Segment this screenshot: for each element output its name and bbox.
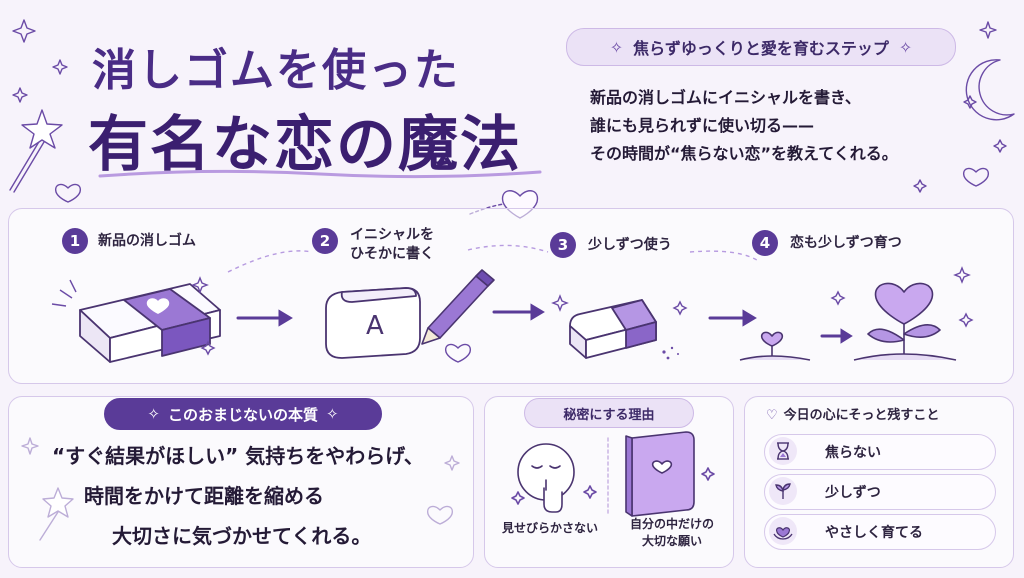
step-label: 恋も少しずつ育つ [790,234,902,253]
today-item-label: やさしく育てる [825,525,923,541]
title-underline [98,169,542,179]
hourglass-icon [769,437,797,465]
intro-line: 誰にも見られずに使い切る—— [590,116,815,135]
sparkle-icon [979,21,997,39]
arrow-right-icon [236,309,293,327]
sparkle-icon [993,139,1007,153]
essence-line: “すぐ結果がほしい” 気持ちをやわらげ、 [52,444,424,468]
arrow-right-icon [708,309,757,327]
heart-icon [962,167,990,187]
step-label-line: 少しずつ使う [588,237,672,253]
secret-pill: 秘密にする理由 [524,398,694,428]
arrow-right-icon [820,328,853,344]
today-item-label: 焦らない [825,445,881,461]
essence-line: 時間をかけて距離を縮める [84,484,324,508]
heart-icon [444,343,472,363]
essence-line: 大切さに気づかせてくれる。 [112,524,372,548]
intro-line: その時間が“焦らない恋”を教えてくれる。 [590,144,898,163]
sparkle-icon: ✧ [147,405,160,423]
today-item: 少しずつ [764,474,996,510]
step-label-line: 恋も少しずつ育つ [790,235,902,251]
magic-wand-icon [9,109,63,193]
heart-icon: ♡ [766,408,778,423]
diary-book-icon [625,431,695,517]
sparkle-icon: ✧ [898,37,913,57]
steps-header-pill: ✧ 焦らずゆっくりと愛を育むステップ ✧ [566,28,956,66]
step-label-line: 新品の消しゴム [98,233,196,249]
step-number: 3 [550,232,576,258]
arrow-right-icon [492,303,545,321]
secret-right-label-line: 自分の中だけの [629,517,714,531]
steps-header-label: 焦らずゆっくりと愛を育むステップ [633,39,889,58]
today-item: 焦らない [764,434,996,470]
step-label: 新品の消しゴム [98,232,196,251]
step-number: 2 [312,228,338,254]
eraser-heart-icon [51,276,221,363]
intro-text: 新品の消しゴムにイニシャルを書き、 誰にも見られずに使い切る—— その時間が“焦… [590,84,898,168]
today-item-label: 少しずつ [825,485,881,501]
initial-letter: A [366,311,384,341]
secret-right-label: 自分の中だけの 大切な願い [618,516,726,550]
sparkle-icon: ✧ [326,405,339,423]
secret-left-label: 見せびらかさない [501,521,598,535]
intro-line: 新品の消しゴムにイニシャルを書き、 [590,88,861,107]
heart-icon [54,183,82,203]
page-title-line-1: 消しゴムを使った [92,45,460,96]
heart-plant-icon [739,266,974,361]
secret-illustrations [511,431,715,517]
shush-face-icon [517,443,575,513]
sparkle-icon [913,179,927,193]
today-item: やさしく育てる [764,514,996,550]
sparkle-icon: ✧ [609,37,624,57]
essence-pill-label: このおまじないの本質 [167,405,318,424]
step-number: 4 [752,230,778,256]
step-label-line: ひそかに書く [350,246,434,262]
eraser-initial-icon: A [325,269,495,363]
step-label: 少しずつ使う [588,236,672,255]
page-title-line-2: 有名な恋の魔法 [88,110,522,180]
sparkle-icon [12,19,36,43]
sprout-icon [769,477,797,505]
hands-heart-icon [769,517,797,545]
eraser-worn-icon [551,294,688,360]
step-label: イニシャルを ひそかに書く [350,226,434,264]
sparkle-icon [52,59,68,75]
step-label-line: イニシャルを [350,227,434,243]
today-heading: ♡ 今日の心にそっと残すこと [766,404,939,423]
today-heading-label: 今日の心にそっと残すこと [783,408,940,423]
secret-right-label-line: 大切な願い [641,534,702,548]
moon-icon [965,59,1015,121]
step-number: 1 [62,228,88,254]
sparkle-icon [963,95,977,109]
sparkle-icon [12,87,28,103]
essence-pill: ✧ このおまじないの本質 ✧ [104,398,382,430]
pencil-icon [421,269,495,345]
essence-text: “すぐ結果がほしい” 気持ちをやわらげ、 時間をかけて距離を縮める 大切さに気づ… [24,436,424,556]
